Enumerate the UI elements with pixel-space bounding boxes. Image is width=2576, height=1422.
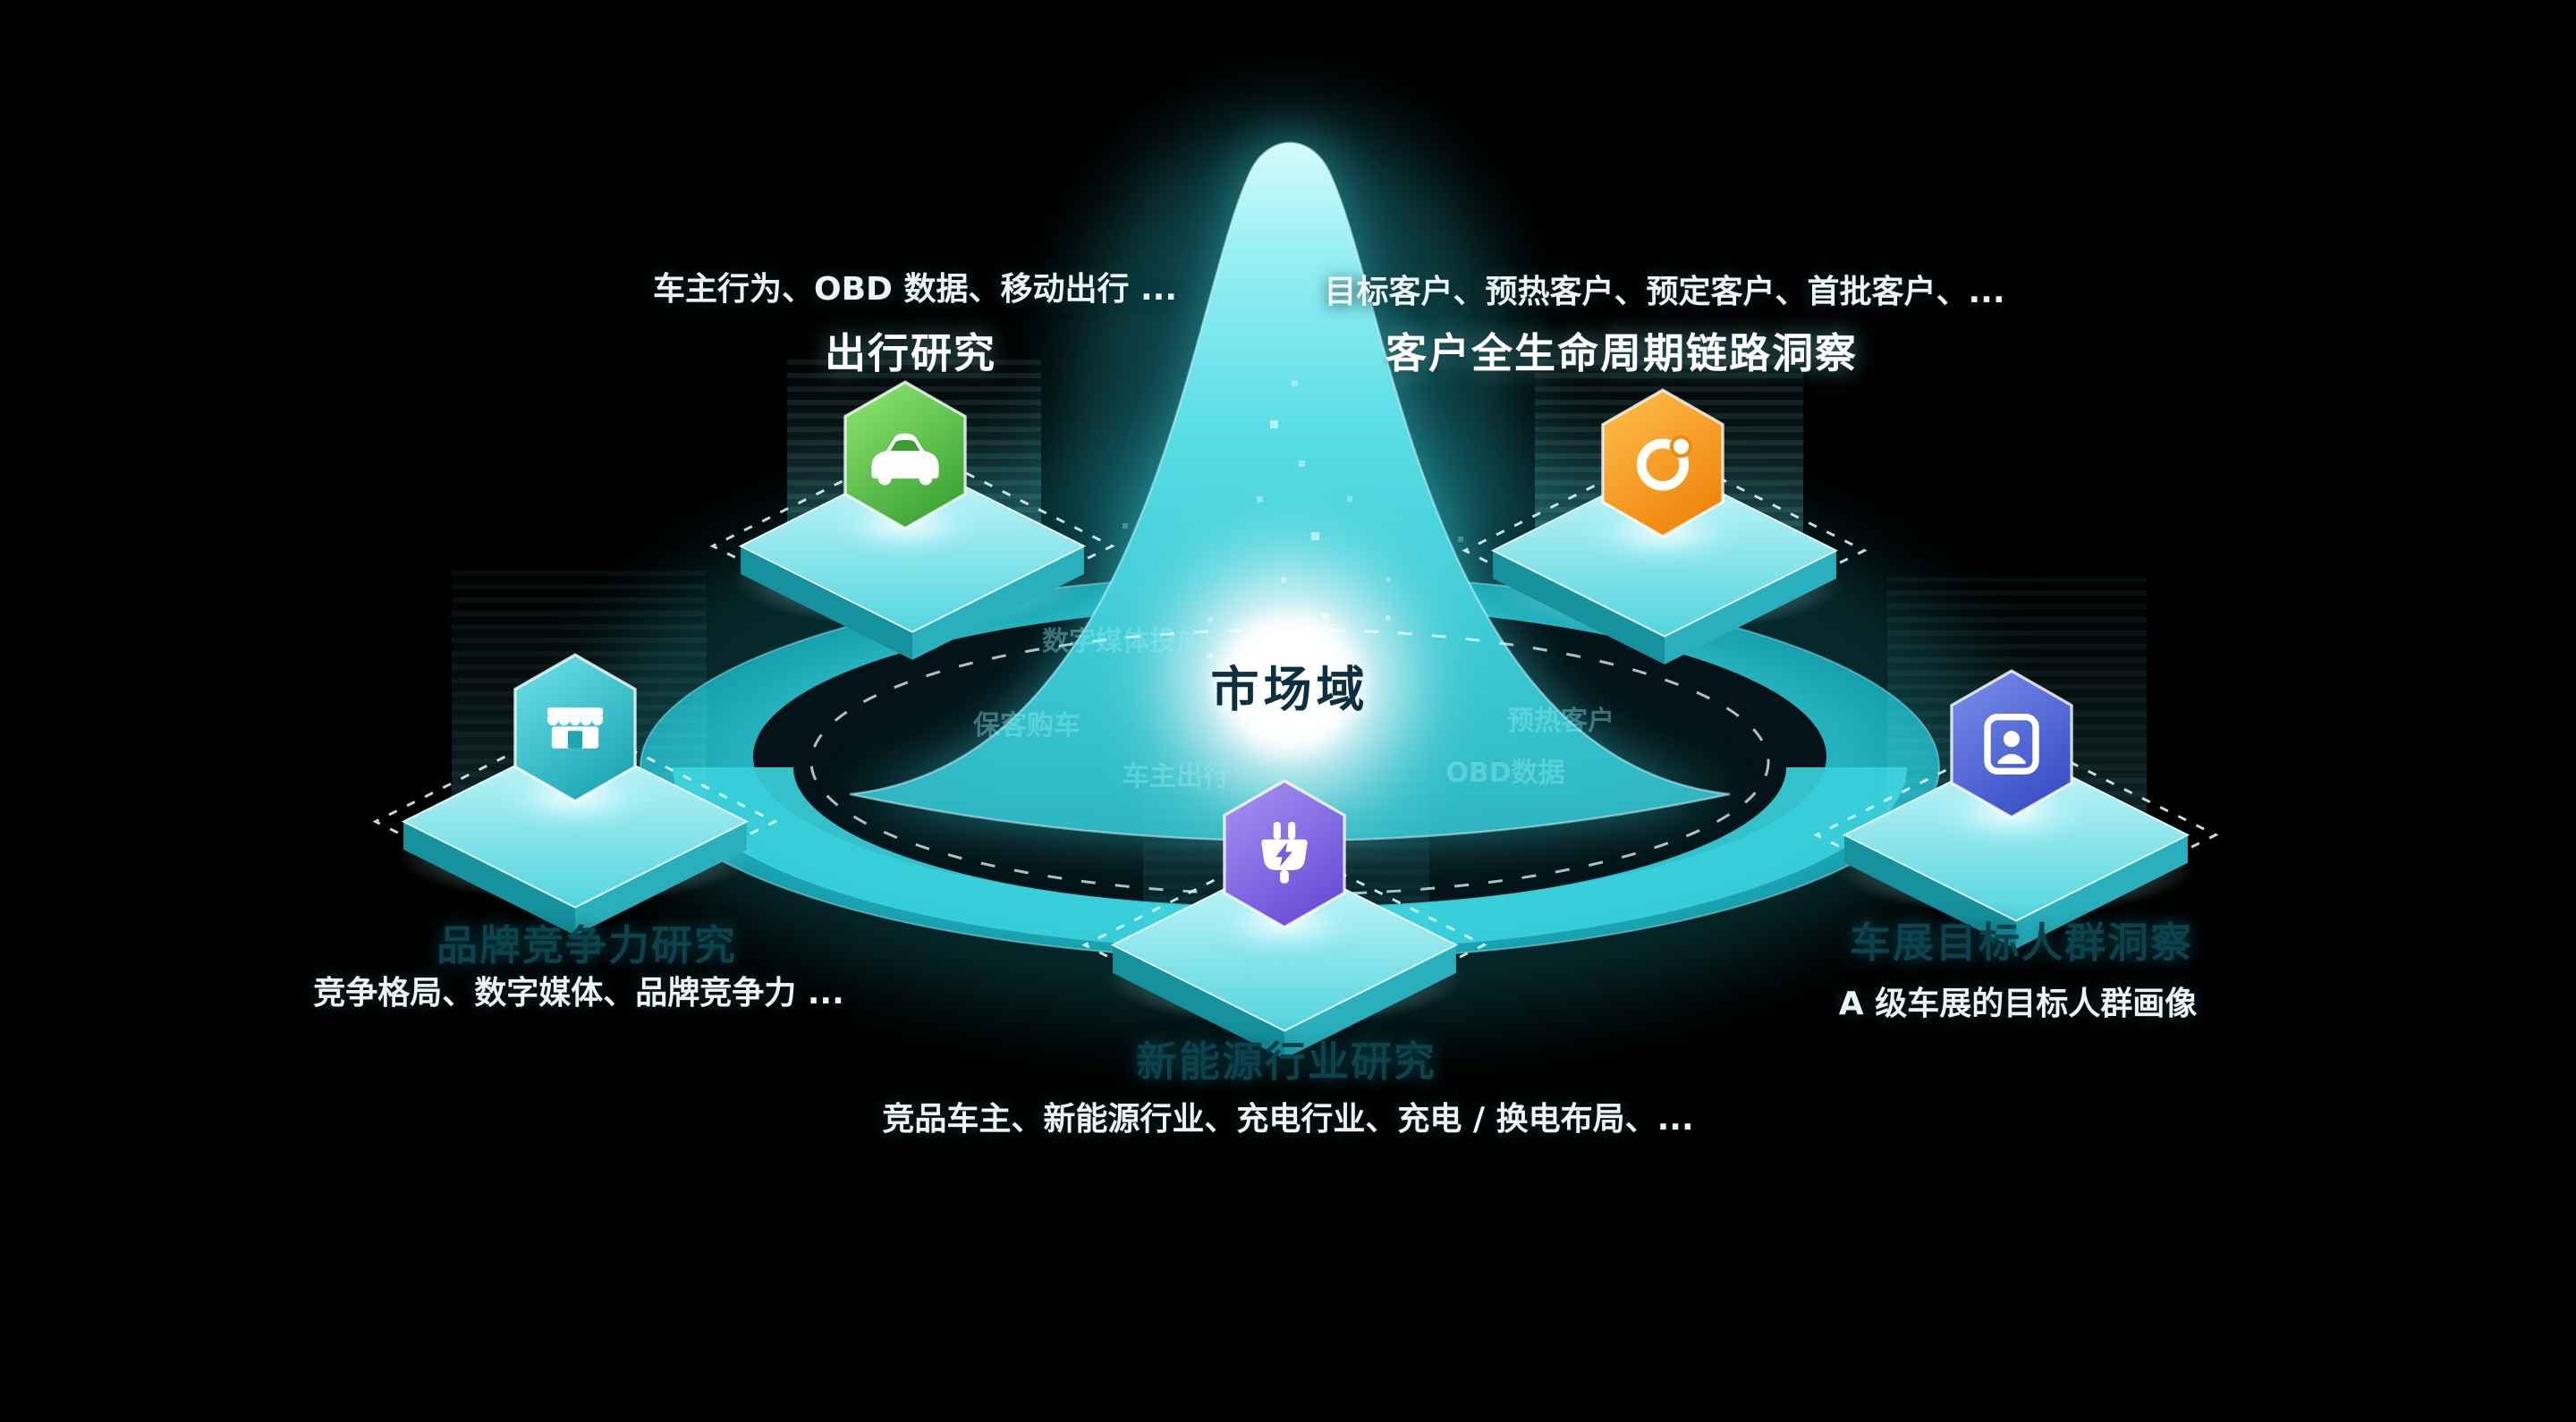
- hexagon-lifecycle: [1601, 388, 1724, 538]
- storefront-icon: [547, 707, 604, 749]
- ring-label-retention: 保客购车: [973, 710, 1080, 741]
- funnel-shape: [849, 141, 1731, 842]
- ring-label-travel: 车主出行: [1123, 761, 1230, 792]
- audience-subtitle: A 级车展的目标人群画像: [1838, 986, 2198, 1022]
- lifecycle-subtitle: 目标客户、预热客户、预定客户、首批客户、...: [1324, 274, 2005, 310]
- energy-subtitle: 竞品车主、新能源行业、充电行业、充电 / 换电布局、...: [882, 1101, 1694, 1138]
- energy-label: 新能源行业研究: [1136, 1037, 1436, 1086]
- ring-label-obd: OBD数据: [1445, 758, 1565, 789]
- orbit-icon: [1636, 435, 1693, 491]
- car-icon: [871, 433, 939, 486]
- travel-subtitle: 车主行为、OBD 数据、移动出行 ...: [652, 271, 1178, 308]
- audience-label: 车展目标人群洞察: [1850, 918, 2193, 967]
- ring-label-warmup: 预热客户: [1507, 706, 1614, 737]
- ring-label-media: 数字媒体投放: [1042, 626, 1203, 657]
- hexagon-audience: [1950, 669, 2073, 819]
- brand-subtitle: 竞争格局、数字媒体、品牌竞争力 ...: [313, 975, 844, 1011]
- lifecycle-label: 客户全生命周期链路洞察: [1385, 329, 1858, 377]
- brand-label: 品牌竞争力研究: [436, 921, 737, 969]
- hexagon-energy: [1223, 779, 1346, 929]
- travel-label: 出行研究: [825, 329, 996, 377]
- hexagon-travel: [843, 380, 967, 530]
- front-ring-band: [673, 767, 1907, 951]
- person-badge-icon: [1984, 714, 2039, 774]
- charging-plug-icon: [1261, 822, 1308, 884]
- center-glow-core: [1220, 614, 1360, 753]
- center-domain-label: 市场域: [1210, 661, 1369, 718]
- hexagon-brand: [513, 653, 637, 803]
